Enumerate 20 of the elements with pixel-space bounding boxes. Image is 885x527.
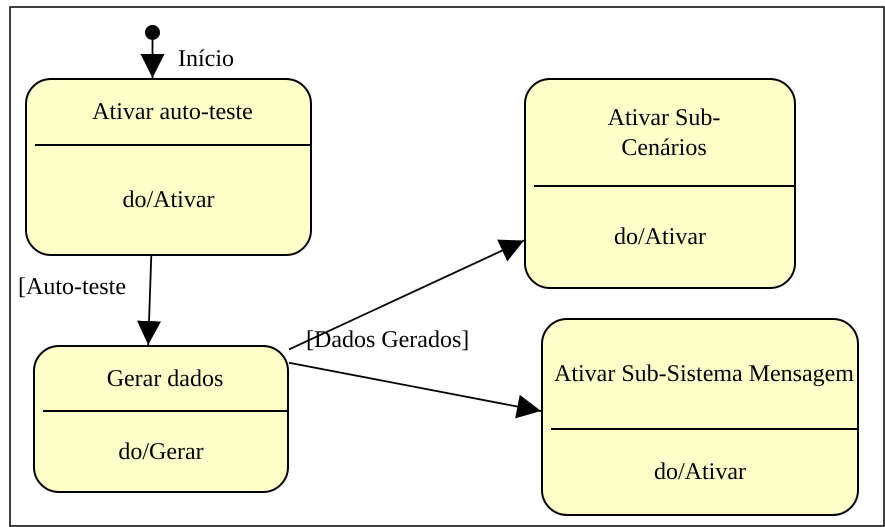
state-activity: do/Ativar (614, 223, 706, 252)
state-name: Ativar auto-teste (92, 98, 253, 127)
state-activity: do/Ativar (122, 186, 214, 215)
state-name: Ativar Sub- Cenários (606, 104, 722, 162)
state-box (33, 345, 289, 493)
edge-label: Início (178, 46, 234, 72)
transition-arrow (288, 362, 542, 418)
state-box (524, 78, 796, 289)
transition-arrow (288, 240, 524, 350)
state-box (25, 78, 312, 256)
transition-arrow (137, 256, 162, 346)
state-activity: do/Ativar (654, 458, 746, 487)
state-box (541, 318, 859, 516)
initial-state-dot (145, 25, 160, 40)
state-name: Gerar dados (106, 364, 224, 394)
edge-label: [Auto-teste (18, 274, 126, 300)
state-activity: do/Gerar (118, 438, 204, 466)
state-name: Ativar Sub-Sistema Mensagem (554, 360, 854, 389)
edge-label: [Dados Gerados] (306, 327, 470, 353)
transition-arrow (140, 40, 164, 78)
